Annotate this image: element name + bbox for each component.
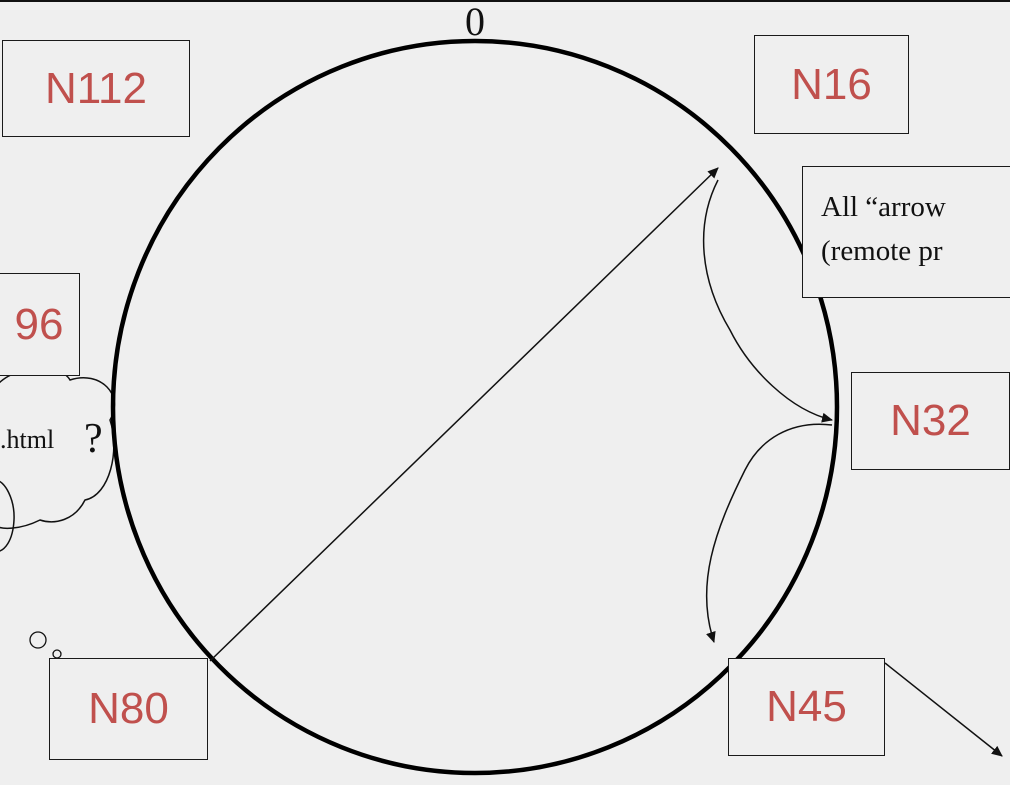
arrow-from-n45 <box>885 663 1002 756</box>
note-line-1: All “arrow <box>821 185 1010 229</box>
node-n16: N16 <box>754 35 909 134</box>
ring-zero-label: 0 <box>465 0 485 45</box>
thought-bubble-medium <box>30 632 46 648</box>
node-n45: N45 <box>728 658 885 756</box>
node-n112: N112 <box>2 40 190 137</box>
thought-bubble-large <box>0 480 14 552</box>
note-line-2: (remote pr <box>821 229 1010 273</box>
node-n80: N80 <box>49 658 208 760</box>
chord-arrow-n80-to-n16 <box>210 168 718 661</box>
query-filename: .html <box>0 425 54 455</box>
note-box: All “arrow (remote pr <box>802 166 1010 298</box>
node-n96: 96 <box>0 273 80 376</box>
query-question-mark: ? <box>84 415 103 463</box>
node-n32: N32 <box>851 372 1010 470</box>
thought-bubble-small <box>53 650 61 658</box>
